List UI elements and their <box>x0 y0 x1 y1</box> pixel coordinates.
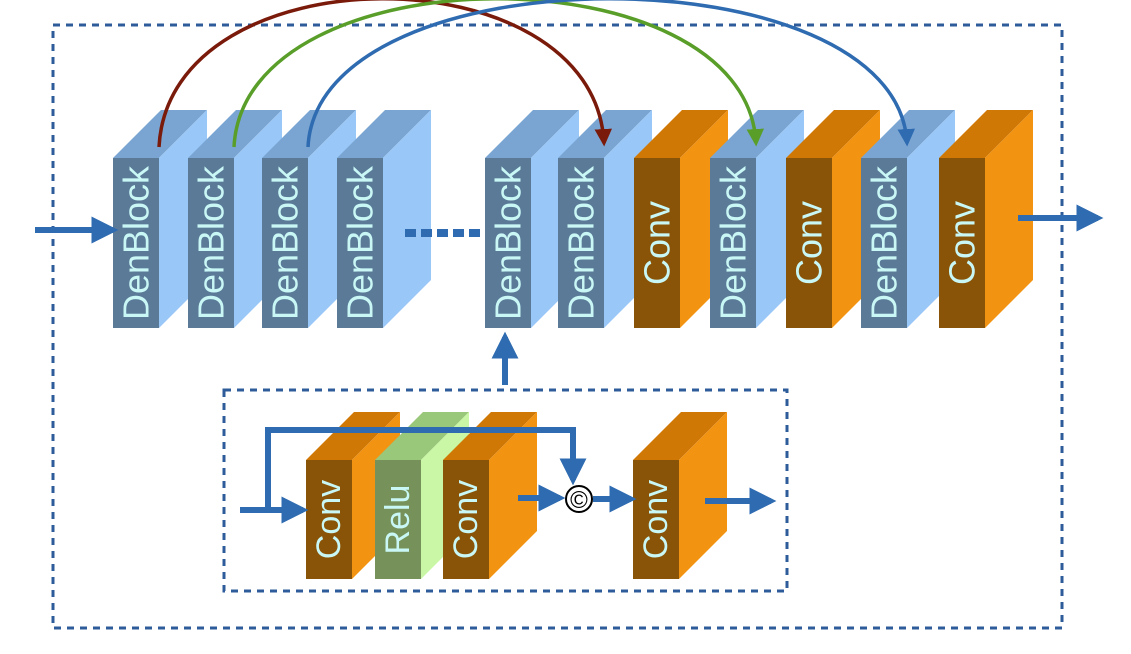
conv-block-top-face <box>633 412 727 460</box>
denblock-block-front-face <box>262 158 308 328</box>
inner-dashed-frame <box>222 388 789 593</box>
conv-block-side-face <box>985 110 1033 328</box>
denblock-block-label: DenBlock <box>864 165 905 320</box>
relu-block-front-face <box>375 460 421 579</box>
denblock-block-label: DenBlock <box>116 165 157 320</box>
denblock-block-label: DenBlock <box>488 165 529 320</box>
denblock-block-front-face <box>485 158 531 328</box>
conv-block: Conv <box>939 110 1033 328</box>
denblock-block-front-face <box>337 158 383 328</box>
conv-block: Conv <box>633 412 727 579</box>
denblock-block-side-face <box>383 110 431 328</box>
denblock-block-label: DenBlock <box>340 165 381 320</box>
conv-block-side-face <box>679 412 727 579</box>
denblock-block-front-face <box>861 158 907 328</box>
conv-block-top-face <box>306 412 400 460</box>
denblock-block: DenBlock <box>337 110 431 328</box>
conv-block-front-face <box>443 460 489 579</box>
conv-block-top-face <box>443 412 537 460</box>
concat-symbol: © <box>570 487 588 514</box>
conv-block-front-face <box>786 158 832 328</box>
relu-block-top-face <box>375 412 469 460</box>
denblock-block-front-face <box>558 158 604 328</box>
conv-block-top-face <box>939 110 1033 158</box>
conv-block-label: Conv <box>310 480 348 559</box>
conv-block: Conv <box>443 412 537 579</box>
skip-connections <box>157 0 915 148</box>
conv-block-front-face <box>634 158 680 328</box>
conv-block-label: Conv <box>942 201 983 285</box>
conv-block-label: Conv <box>637 480 675 559</box>
conv-block-top-face <box>786 110 880 158</box>
denblock-block-label: DenBlock <box>191 165 232 320</box>
skip-connection-arc <box>306 0 915 148</box>
conv-block-front-face <box>939 158 985 328</box>
conv-block-label: Conv <box>447 480 485 559</box>
skip-connection-arc <box>232 0 764 148</box>
main-block-row: DenBlock DenBlock DenBlock DenBlock DenBlock… <box>113 110 1033 328</box>
concat-symbol-bg <box>565 485 593 513</box>
denblock-block-label: DenBlock <box>713 165 754 320</box>
conv-block-top-face <box>634 110 728 158</box>
conv-block-label: Conv <box>789 201 830 285</box>
denblock-block-label: DenBlock <box>265 165 306 320</box>
conv-block-label: Conv <box>637 201 678 285</box>
denblock-block-front-face <box>710 158 756 328</box>
conv-block-side-face <box>489 412 537 579</box>
denblock-block-top-face <box>485 110 579 158</box>
denblock-block-top-face <box>337 110 431 158</box>
conv-block-front-face <box>306 460 352 579</box>
conv-block-front-face <box>633 460 679 579</box>
detail-bypass-line <box>265 427 587 510</box>
denblock-block-label: DenBlock <box>561 165 602 320</box>
detail-block-row: Conv Relu Conv Conv <box>306 412 727 579</box>
denblock-block-front-face <box>113 158 159 328</box>
relu-block-label: Relu <box>379 485 417 555</box>
skip-connection-arc <box>157 0 612 148</box>
denblock-block-front-face <box>188 158 234 328</box>
